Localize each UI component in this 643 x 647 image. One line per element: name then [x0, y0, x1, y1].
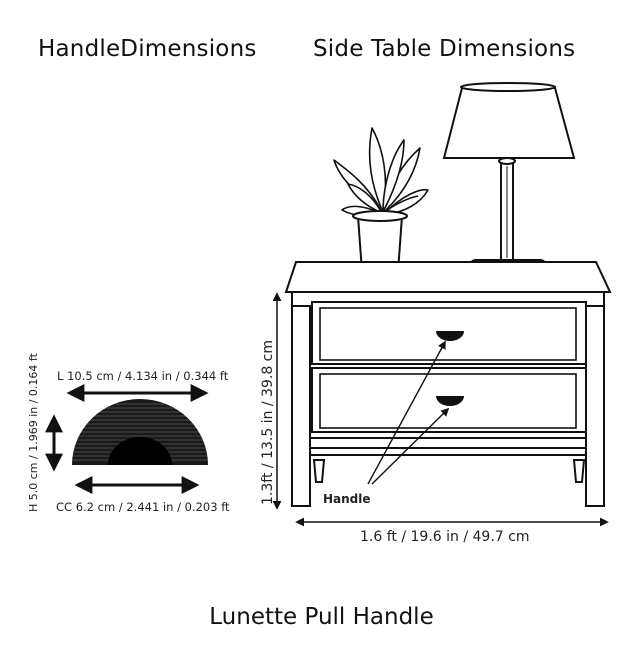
footer-title: Lunette Pull Handle: [209, 604, 434, 630]
lunette-handle-icon: [72, 399, 208, 465]
handle-cc-label: CC 6.2 cm / 2.441 in / 0.203 ft: [56, 500, 230, 514]
handle-callout-label: Handle: [323, 492, 371, 506]
drawer-handle-icon-top: [436, 331, 464, 341]
handle-pointer-arrow-2: [371, 407, 450, 485]
handle-length-label: L 10.5 cm / 4.134 in / 0.344 ft: [57, 369, 229, 383]
table-illustration: [284, 261, 612, 507]
lamp-illustration: [442, 82, 576, 273]
table-height-label: 1.3ft / 13.5 in / 39.8 cm: [260, 340, 276, 505]
table-width-label: 1.6 ft / 19.6 in / 49.7 cm: [360, 529, 529, 545]
plant-illustration: [333, 127, 429, 273]
side-table-drawing: Handle 1.3ft / 13.5 in / 39.8 cm 1.6 ft …: [260, 82, 612, 545]
handle-height-label: H 5.0 cm / 1.969 in / 0.164 ft: [27, 352, 40, 512]
handle-pointer-arrow-1: [367, 340, 446, 485]
handle-drawing: L 10.5 cm / 4.134 in / 0.344 ft H 5.0 cm…: [27, 352, 230, 514]
side-table-dimensions-heading: Side Table Dimensions: [313, 36, 576, 62]
handle-dimensions-heading: HandleDimensions: [38, 36, 257, 62]
drawer-handle-icon-bottom: [436, 396, 464, 406]
